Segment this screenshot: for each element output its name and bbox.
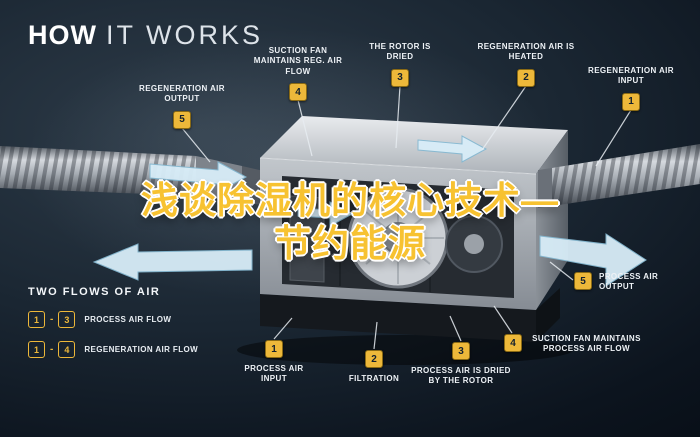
legend-label: PROCESS AIR FLOW — [84, 315, 172, 324]
step-badge: 2 — [365, 350, 383, 368]
legend-heading: TWO FLOWS OF AIR — [28, 286, 161, 298]
step-badge: 5 — [173, 110, 191, 129]
page-title: HOW IT WORKS — [28, 20, 263, 51]
callout-label: REGENERATION AIR INPUT — [588, 66, 674, 86]
legend-range-dash: - — [50, 314, 54, 325]
callout-label: REGENERATION AIR OUTPUT — [139, 84, 225, 104]
legend-range-dash: - — [50, 344, 54, 355]
callout-filtration: 2 FILTRATION — [336, 350, 412, 384]
callout-suction-fan-reg: SUCTION FAN MAINTAINS REG. AIR FLOW 4 — [248, 46, 348, 102]
callout-label: SUCTION FAN MAINTAINS PROCESS AIR FLOW — [532, 334, 641, 354]
callout-regeneration-air-input: REGENERATION AIR INPUT 1 — [588, 66, 674, 111]
legend-range-start-badge: 1 — [28, 311, 45, 328]
callout-process-air-dried: 3 PROCESS AIR IS DRIED BY THE ROTOR — [406, 342, 516, 387]
legend-row-regeneration-air: 1 - 4 REGENERATION AIR FLOW — [28, 341, 198, 358]
step-badge: 4 — [289, 83, 307, 102]
legend-row-process-air: 1 - 3 PROCESS AIR FLOW — [28, 311, 198, 328]
callout-rotor-dried: THE ROTOR IS DRIED 3 — [362, 42, 438, 87]
step-badge: 2 — [517, 68, 535, 87]
step-badge: 4 — [504, 334, 522, 352]
callout-label: THE ROTOR IS DRIED — [369, 42, 431, 62]
step-badge: 1 — [265, 340, 283, 358]
step-badge: 1 — [622, 92, 640, 111]
callout-regeneration-air-heated: REGENERATION AIR IS HEATED 2 — [470, 42, 582, 87]
callout-process-air-input: 1 PROCESS AIR INPUT — [236, 340, 312, 385]
callout-regeneration-air-output: REGENERATION AIR OUTPUT 5 — [134, 84, 230, 129]
page-title-bold: HOW — [28, 20, 97, 50]
step-badge: 3 — [391, 68, 409, 87]
callout-label: PROCESS AIR INPUT — [244, 364, 304, 384]
legend-two-flows: TWO FLOWS OF AIR 1 - 3 PROCESS AIR FLOW … — [28, 286, 198, 358]
overlay-headline-line1: 浅谈除湿机的核心技术— — [141, 180, 559, 221]
overlay-headline: 浅谈除湿机的核心技术— 节约能源 — [30, 180, 670, 266]
step-badge: 5 — [574, 272, 592, 290]
legend-range-end-badge: 3 — [58, 311, 76, 328]
leader-lines — [181, 85, 632, 350]
callout-label: REGENERATION AIR IS HEATED — [477, 42, 575, 62]
airflow-arrows — [92, 135, 647, 287]
callout-process-air-output: 5 PROCESS AIR OUTPUT — [574, 272, 686, 293]
callout-label: PROCESS AIR IS DRIED BY THE ROTOR — [411, 366, 511, 386]
legend-label: REGENERATION AIR FLOW — [84, 345, 199, 354]
step-badge: 3 — [452, 342, 470, 360]
overlay-headline-line2: 节约能源 — [274, 222, 426, 264]
legend-range-start-badge: 1 — [28, 341, 45, 358]
right-duct — [538, 144, 700, 208]
callout-label: PROCESS AIR OUTPUT — [599, 272, 659, 292]
legend-range-end-badge: 4 — [58, 341, 76, 358]
callout-suction-fan-process: 4 SUCTION FAN MAINTAINS PROCESS AIR FLOW — [504, 334, 644, 355]
page-title-light: IT WORKS — [105, 20, 263, 50]
left-duct — [0, 146, 268, 206]
callout-label: SUCTION FAN MAINTAINS REG. AIR FLOW — [253, 46, 343, 76]
callout-label: FILTRATION — [348, 374, 400, 383]
